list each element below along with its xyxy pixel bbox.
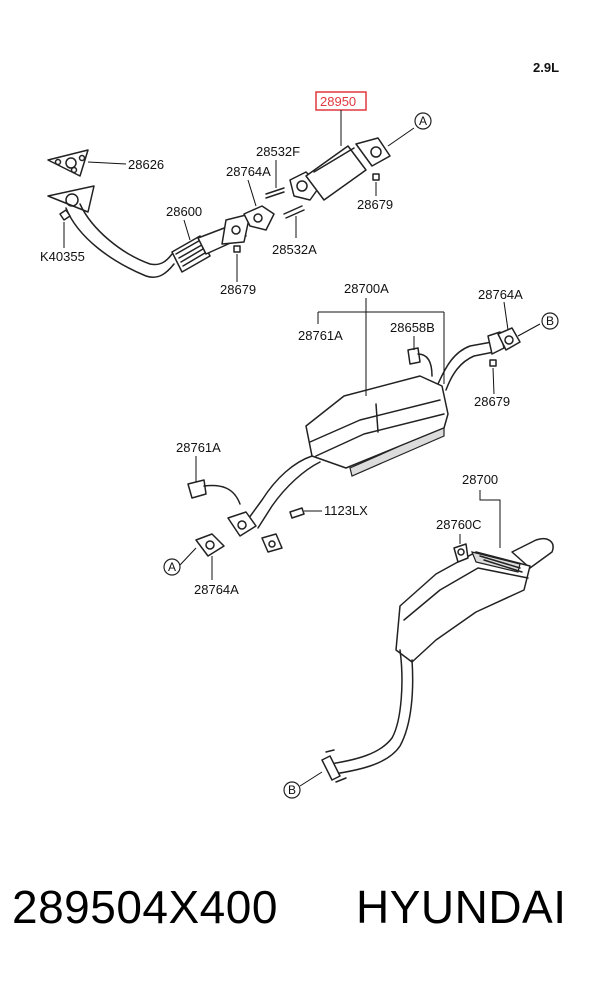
caption: 289504X400 HYUNDAI — [0, 868, 600, 958]
tail-pipe — [321, 649, 414, 783]
label-28761A-top: 28761A — [298, 328, 343, 343]
label-28700: 28700 — [462, 472, 498, 487]
label-28532F: 28532F — [256, 144, 300, 159]
connector-a-left — [163, 558, 181, 576]
label-28761A-left: 28761A — [176, 440, 221, 455]
label-28700A: 28700A — [344, 281, 389, 296]
gasket-28626 — [47, 149, 89, 177]
center-muffler-28700A — [305, 375, 449, 477]
gasket-28764A-top — [243, 205, 275, 231]
label-28760C: 28760C — [436, 517, 482, 532]
label-28600: 28600 — [166, 204, 202, 219]
connector-a-top-label: A — [419, 114, 427, 128]
gasket-28764A-right — [497, 327, 521, 351]
label-28764A-top: 28764A — [226, 164, 271, 179]
label-28532A: 28532A — [272, 242, 317, 257]
connector-a-top — [414, 112, 432, 130]
part-number: 289504X400 — [12, 881, 278, 933]
connector-b-right — [541, 312, 559, 330]
catalytic-converter-28950 — [289, 137, 391, 201]
connector-b-bottom-label: B — [288, 783, 296, 797]
label-28950: 28950 — [320, 94, 356, 109]
connector-b-bottom — [283, 781, 301, 799]
stud-28532F — [265, 187, 285, 199]
hanger-28760C — [453, 543, 469, 563]
label-28626: 28626 — [128, 157, 164, 172]
nut-28679-b — [372, 173, 380, 181]
nut-28679-a — [233, 245, 241, 253]
front-pipe-28600 — [47, 185, 251, 278]
nut-28679-c — [489, 359, 497, 367]
gasket-28764A-bottom — [195, 533, 225, 557]
label-28679-b: 28679 — [357, 197, 393, 212]
hanger-28658B — [407, 347, 433, 377]
label-28679-c: 28679 — [474, 394, 510, 409]
inlet-flange — [227, 511, 283, 553]
bolt-1123LX — [289, 507, 305, 519]
label-28764A-bottom: 28764A — [194, 582, 239, 597]
label-K40355: K40355 — [40, 249, 85, 264]
nut-K40355 — [59, 209, 71, 221]
main-muffler-28700 — [395, 538, 554, 663]
label-28679-a: 28679 — [220, 282, 256, 297]
stud-28532A — [283, 205, 305, 219]
connector-a-left-label: A — [168, 560, 176, 574]
engine-label: 2.9L — [533, 60, 559, 75]
label-1123LX: 1123LX — [324, 503, 368, 518]
connector-b-right-label: B — [546, 314, 554, 328]
center-pipe-inlet — [245, 455, 321, 529]
label-28764A-right: 28764A — [478, 287, 523, 302]
label-28658B: 28658B — [390, 320, 435, 335]
brand-name: HYUNDAI — [356, 881, 567, 933]
hanger-28761A-left — [187, 479, 241, 505]
